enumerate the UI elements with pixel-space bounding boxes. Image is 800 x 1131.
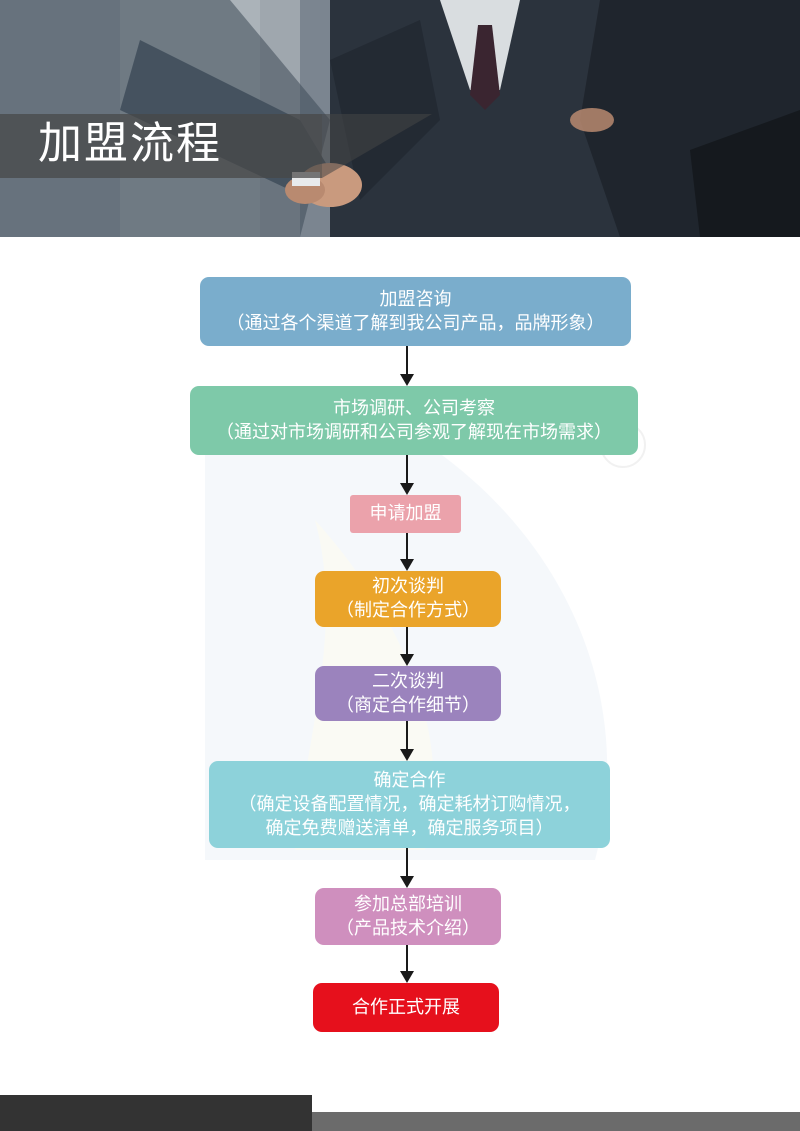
step-title: 市场调研、公司考察 <box>333 397 495 419</box>
step-title: 申请加盟 <box>369 503 442 524</box>
step-title: 参加总部培训 <box>354 893 462 915</box>
flow-arrow <box>400 346 414 386</box>
step-title: 二次谈判 <box>372 670 444 692</box>
footer-bar-grey <box>312 1112 800 1131</box>
step-detail: （制定合作方式） <box>336 600 480 621</box>
step-hq-training: 参加总部培训 （产品技术介绍） <box>315 888 501 945</box>
step-detail: （确定设备配置情况，确定耗材订购情况， <box>238 793 581 815</box>
step-detail: （通过对市场调研和公司参观了解现在市场需求） <box>216 421 612 443</box>
step-apply: 申请加盟 <box>350 495 461 533</box>
header-banner: 加盟流程 <box>0 0 800 237</box>
step-title: 加盟咨询 <box>379 288 452 310</box>
step-cooperation-start: 合作正式开展 <box>313 983 499 1032</box>
flow-arrow <box>400 533 414 571</box>
flow-arrow <box>400 627 414 666</box>
title-bar <box>0 114 432 178</box>
step-confirm-cooperation: 确定合作 （确定设备配置情况，确定耗材订购情况， 确定免费赠送清单，确定服务项目… <box>209 761 610 848</box>
step-title: 确定合作 <box>373 769 446 791</box>
step-title: 初次谈判 <box>372 576 444 597</box>
step-market-research: 市场调研、公司考察 （通过对市场调研和公司参观了解现在市场需求） <box>190 386 638 455</box>
footer-bar-dark <box>0 1095 312 1131</box>
step-first-negotiation: 初次谈判 （制定合作方式） <box>315 571 501 627</box>
page-title: 加盟流程 <box>38 118 222 169</box>
flow-arrow <box>400 848 414 888</box>
step-detail: （产品技术介绍） <box>336 917 480 939</box>
step-title: 合作正式开展 <box>352 996 460 1018</box>
flow-arrow <box>400 945 414 983</box>
step-consultation: 加盟咨询 （通过各个渠道了解到我公司产品，品牌形象） <box>200 277 631 346</box>
step-detail: （通过各个渠道了解到我公司产品，品牌形象） <box>226 312 605 334</box>
step-detail: 确定免费赠送清单，确定服务项目） <box>265 817 554 839</box>
flow-arrow <box>400 455 414 495</box>
flow-arrow <box>400 721 414 761</box>
step-detail: （商定合作细节） <box>336 694 480 716</box>
step-second-negotiation: 二次谈判 （商定合作细节） <box>315 666 501 721</box>
